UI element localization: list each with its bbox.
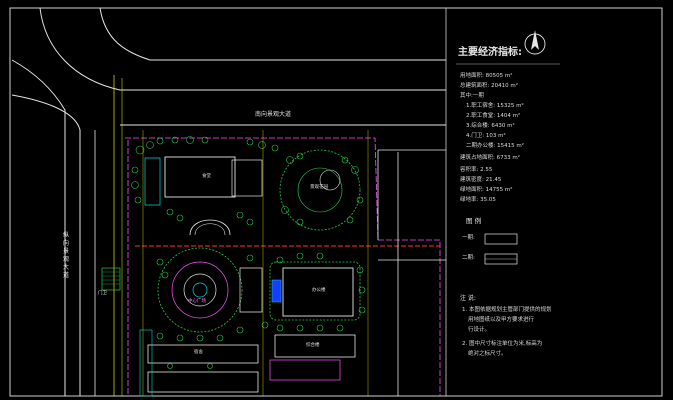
- label-canteen: 食堂: [202, 174, 211, 179]
- garden-circle-inner: [297, 167, 343, 213]
- legend-item-phase2: 二期:: [462, 255, 475, 261]
- note-line: 绝对之标尺寸。: [468, 351, 507, 357]
- gate-house: [101, 267, 121, 291]
- stats-row: 绿地面积: 14755 m²: [460, 187, 513, 193]
- entrance-arch-inner: [194, 223, 226, 236]
- label-plaza: 中心广场: [188, 299, 206, 304]
- central-plaza: [157, 247, 243, 333]
- label-office: 办公楼: [312, 288, 326, 293]
- office-building: [282, 267, 354, 317]
- entrance-arch: [189, 219, 231, 236]
- complex-annex: [269, 359, 341, 381]
- dorm-stair: [139, 329, 153, 397]
- drawing-frame: [9, 7, 663, 397]
- stats-row: 用地面积: 80505 m²: [460, 73, 513, 79]
- label-garden: 景观花园: [310, 185, 328, 190]
- stats-row: 二期办公楼: 15415 m²: [466, 143, 524, 149]
- note-line: 行设计。: [468, 327, 491, 333]
- canteen-annex: [231, 159, 263, 197]
- note-line: 用地图纸以及甲方要求进行: [468, 317, 535, 323]
- road-edge-top-2: [39, 7, 446, 91]
- stats-row: 建筑占地面积: 6733 m²: [460, 155, 520, 161]
- stairs-left: [144, 157, 161, 206]
- stats-row: 2.职工食堂: 1404 m²: [466, 113, 521, 119]
- plaza-ring-inner: [183, 273, 217, 307]
- complex-building: [274, 334, 356, 358]
- canteen-building: [164, 156, 236, 198]
- label-dorm: 宿舍: [194, 350, 203, 355]
- dorm-building-2: [147, 371, 259, 393]
- plaza-ring-pink: [171, 261, 229, 319]
- stats-row: 建筑密度: 21.45: [460, 177, 502, 183]
- legend-item-phase1: 一期:: [462, 235, 475, 241]
- road-edge-left-2: [11, 94, 81, 396]
- legend-title: 图 例: [466, 217, 482, 225]
- note-line: 2. 图中尺寸标注单位为米,标高为: [462, 341, 543, 347]
- dimension-lines: [142, 130, 369, 396]
- office-entrance: [271, 279, 282, 303]
- label-gate: 门卫: [98, 291, 107, 296]
- stats-row: 3.综合楼: 6430 m²: [466, 123, 515, 129]
- stats-row: 其中:一期: [460, 93, 484, 99]
- trees: [131, 136, 366, 369]
- office-grounds: [269, 261, 361, 321]
- label-complex: 综合楼: [306, 343, 320, 348]
- stats-row: 总建筑面积: 20410 m²: [460, 83, 518, 89]
- stats-title: 主要经济指标:: [458, 47, 522, 58]
- notes-title: 注 说:: [460, 295, 476, 302]
- plaza-center: [192, 282, 208, 298]
- road-edge-top-1: [99, 7, 446, 61]
- garden-fountain: [319, 169, 341, 191]
- dorm-building-1: [147, 344, 259, 364]
- plaza-pavilion: [239, 267, 263, 313]
- north-arrow-icon: [524, 30, 546, 55]
- stats-row: 4.门卫: 103 m²: [466, 133, 506, 139]
- stats-row: 绿地率: 35.05: [460, 197, 496, 203]
- road-edge-left-1: [11, 59, 66, 396]
- stats-row: 1.职工宿舍: 15325 m²: [466, 103, 524, 109]
- road-label-left: 纵向景观大道: [63, 232, 70, 280]
- legend-swatch-1: [484, 233, 518, 245]
- note-line: 1. 本图依据规划主管部门提供的规划: [462, 307, 552, 313]
- stats-row: 容积率: 2.55: [460, 167, 493, 173]
- garden-circle: [279, 149, 361, 231]
- road-label-top: 南向景观大道: [255, 111, 292, 118]
